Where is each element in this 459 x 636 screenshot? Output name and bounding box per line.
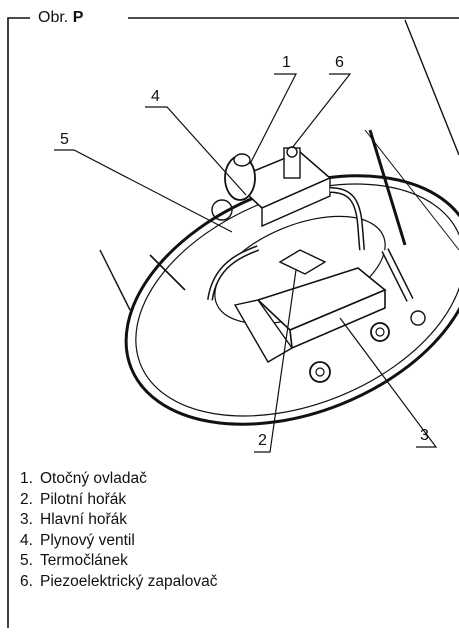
legend-number: 2.: [20, 490, 33, 508]
legend-number: 4.: [20, 531, 33, 549]
callout-leaders: [54, 73, 438, 453]
callout-3: 3: [420, 427, 429, 444]
legend-item: 4. Plynový ventil: [20, 531, 217, 552]
legend-item: 2. Pilotní hořák: [20, 490, 217, 511]
legend-number: 6.: [20, 572, 33, 590]
callout-1: 1: [282, 54, 291, 71]
legend-item: 1. Otočný ovladač: [20, 469, 217, 490]
callout-5: 5: [60, 131, 69, 148]
legend-number: 5.: [20, 552, 33, 569]
callout-2: 2: [258, 432, 267, 449]
callout-4: 4: [151, 88, 160, 105]
parts-legend: 1. Otočný ovladač 2. Pilotní hořák 3. Hlavn…: [20, 469, 217, 592]
legend-item: 5. Termočlánek: [20, 551, 217, 572]
legend-text: Hlavní hořák: [40, 511, 128, 528]
legend-text: Piezoelektrický zapalovač: [40, 572, 218, 590]
callout-6: 6: [335, 54, 344, 71]
legend-item: 6. Piezoelektrický zapalovač: [20, 572, 217, 593]
burner-assembly-illustration: [99, 19, 459, 426]
legend-number: 3.: [20, 511, 33, 528]
figure-title: Obr. P: [34, 8, 90, 28]
legend-text: Pilotní hořák: [40, 490, 127, 508]
figure-title-letter: P: [72, 9, 84, 26]
legend-text: Termočlánek: [40, 552, 128, 569]
legend-number: 1.: [20, 470, 33, 487]
legend-text: Otočný ovladač: [40, 470, 147, 487]
figure-title-prefix: Obr.: [38, 9, 69, 26]
frame-border: [7, 17, 30, 628]
legend-item: 3. Hlavní hořák: [20, 510, 217, 531]
legend-text: Plynový ventil: [40, 531, 135, 549]
